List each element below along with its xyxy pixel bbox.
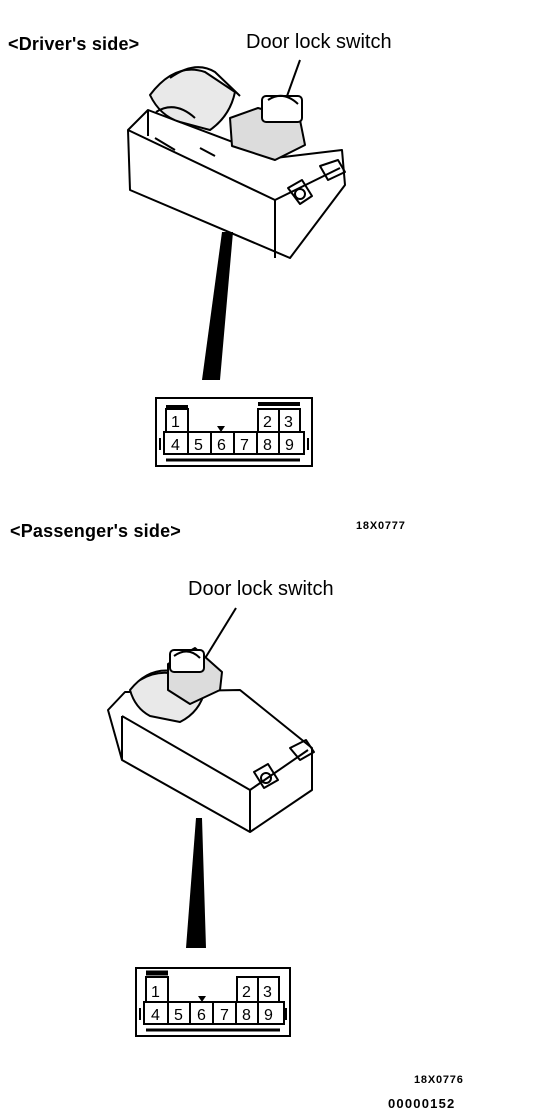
passenger-figure-code: 18X0776 [414,1074,464,1086]
driver-pin-9: 9 [285,437,294,454]
passenger-pin-9: 9 [264,1007,273,1024]
driver-pin-3: 3 [284,414,293,431]
passenger-pin-1: 1 [151,984,160,1001]
driver-pin-6: 6 [217,437,226,454]
passenger-pin-6: 6 [197,1007,206,1024]
driver-figure-code: 18X0777 [356,520,406,532]
driver-pin-5: 5 [194,437,203,454]
driver-pin-8: 8 [263,437,272,454]
passenger-section-title: <Passenger's side> [10,521,181,541]
passenger-pin-8: 8 [242,1007,251,1024]
passenger-pin-2: 2 [242,984,251,1001]
document-code: 00000152 [388,1096,456,1111]
driver-switch-illustration [127,59,346,380]
passenger-pin-7: 7 [220,1007,229,1024]
driver-pin-2: 2 [263,414,272,431]
driver-pin-1: 1 [171,414,180,431]
driver-door-lock-switch-label: Door lock switch [246,31,392,53]
passenger-pin-3: 3 [263,984,272,1001]
passenger-pin-4: 4 [151,1007,160,1024]
passenger-door-lock-switch-label: Door lock switch [188,578,334,600]
driver-pin-7: 7 [240,437,249,454]
passenger-pin-5: 5 [174,1007,183,1024]
driver-section-title: <Driver's side> [8,34,140,54]
driver-pin-4: 4 [171,437,180,454]
driver-connector-diagram: 1 2 3 4 5 6 7 8 9 [155,397,313,467]
